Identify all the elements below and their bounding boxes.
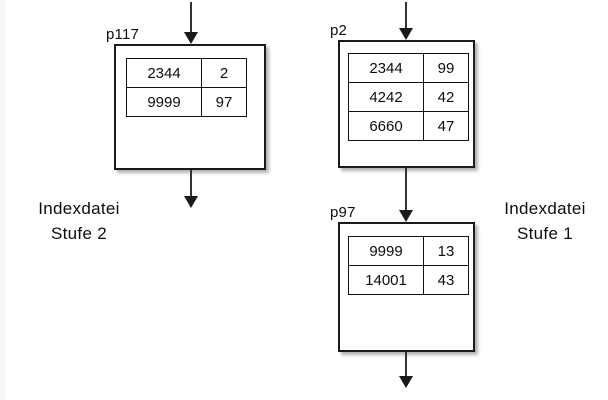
entry-pointer: 47: [423, 111, 469, 141]
entry-pointer: 43: [423, 265, 469, 295]
arrow-into-p117-icon: [184, 2, 198, 46]
table-row: 6660 47: [348, 111, 469, 141]
entry-table-p117: 2344 2 9999 97: [126, 58, 247, 117]
entry-pointer: 13: [423, 236, 469, 266]
entry-key: 9999: [126, 87, 202, 117]
table-row: 9999 97: [126, 87, 247, 117]
node-label-p97: p97: [330, 204, 356, 221]
caption-left-line1: Indexdatei: [38, 199, 120, 218]
table-row: 4242 42: [348, 82, 469, 112]
page-edge-strip: [0, 0, 6, 400]
caption-right-line1: Indexdatei: [504, 199, 586, 218]
arrow-p2-to-p97-icon: [399, 168, 413, 224]
node-label-p2: p2: [330, 22, 348, 39]
entry-table-p97: 9999 13 14001 43: [348, 236, 469, 295]
entry-pointer: 97: [201, 87, 247, 117]
arrow-into-p2-icon: [399, 2, 413, 42]
entry-key: 2344: [348, 53, 424, 83]
entry-key: 6660: [348, 111, 424, 141]
table-row: 2344 2: [126, 58, 247, 88]
table-row: 14001 43: [348, 265, 469, 295]
node-label-p117: p117: [106, 26, 140, 43]
caption-left: Indexdatei Stufe 2: [14, 196, 144, 246]
entry-table-p2: 2344 99 4242 42 6660 47: [348, 53, 469, 141]
entry-key: 4242: [348, 82, 424, 112]
caption-left-line2: Stufe 2: [51, 224, 107, 243]
entry-key: 2344: [126, 58, 202, 88]
caption-right-line2: Stufe 1: [517, 224, 573, 243]
entry-key: 9999: [348, 236, 424, 266]
arrow-out-of-p97-icon: [399, 352, 413, 390]
arrow-out-of-p117-icon: [184, 170, 198, 210]
table-row: 9999 13: [348, 236, 469, 266]
entry-pointer: 2: [201, 58, 247, 88]
table-row: 2344 99: [348, 53, 469, 83]
caption-right: Indexdatei Stufe 1: [490, 196, 600, 246]
entry-pointer: 99: [423, 53, 469, 83]
entry-key: 14001: [348, 265, 424, 295]
entry-pointer: 42: [423, 82, 469, 112]
